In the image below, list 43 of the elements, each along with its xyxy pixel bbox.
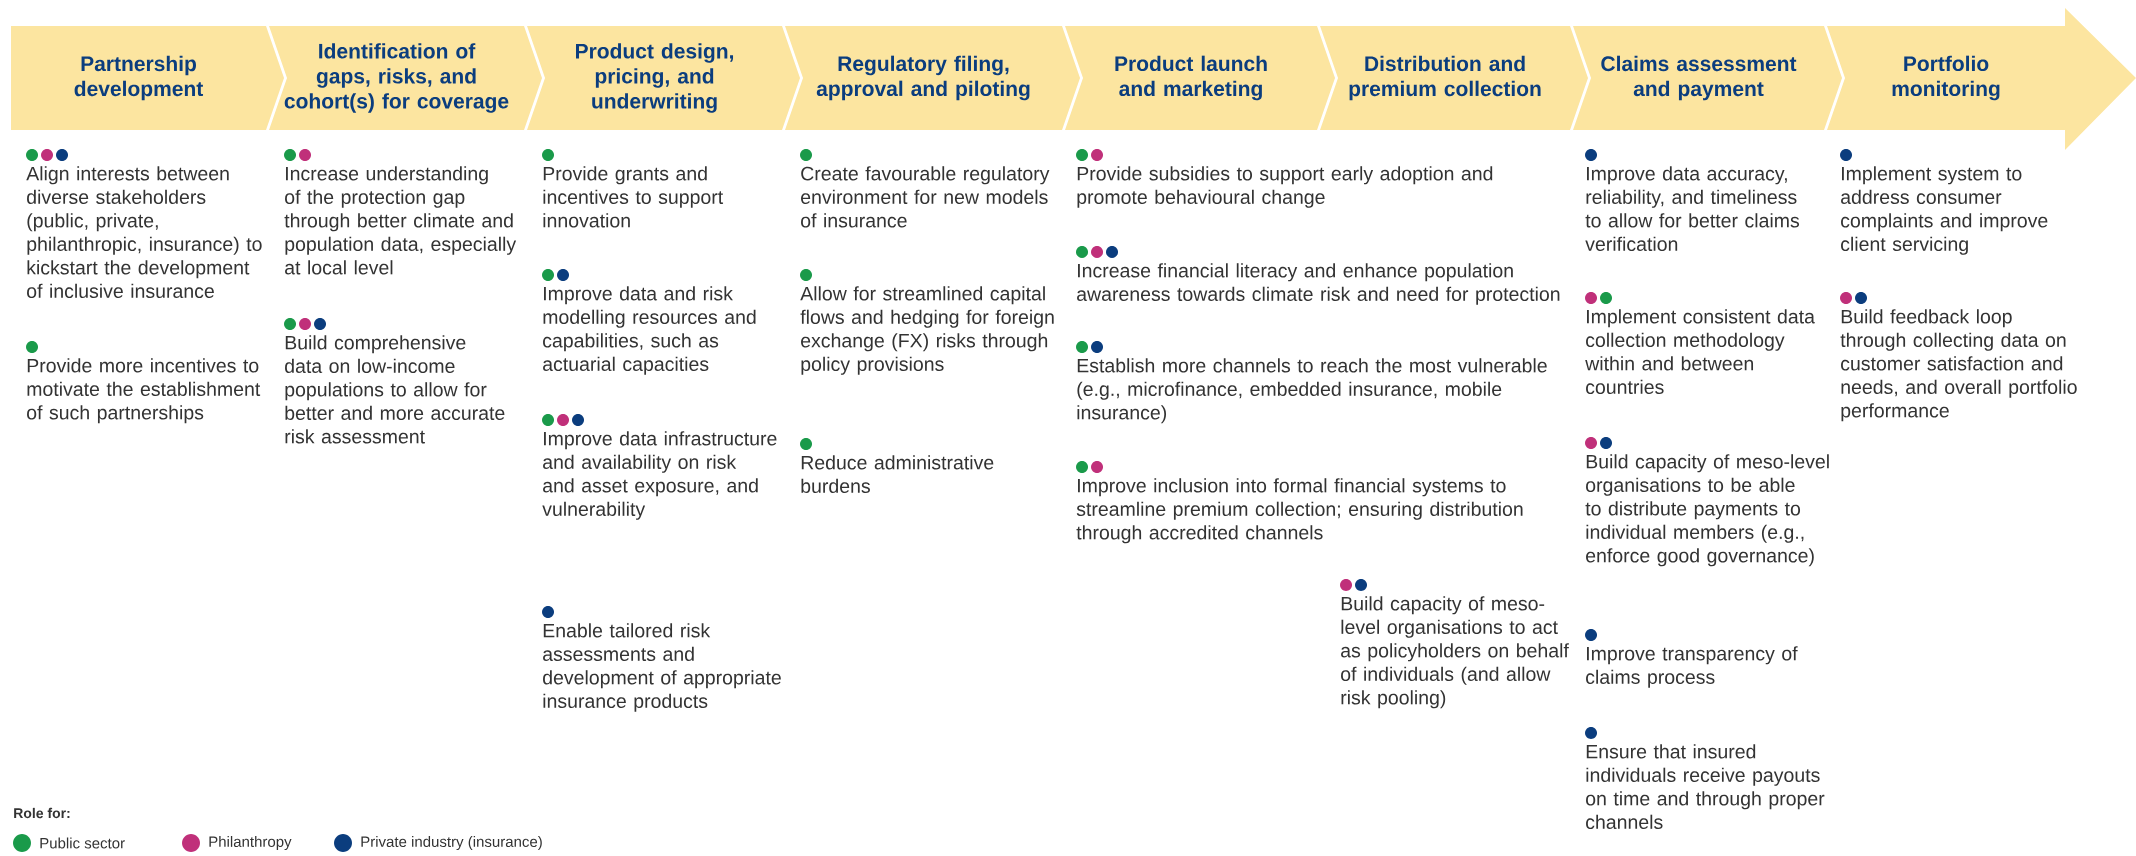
action-item: Build comprehensive data on low-income populations to allow for better and more accurate risk assessment [285,335,505,444]
action-item: Ensure that insured individuals receive payouts on time and through proper channels [1586,744,1825,829]
action-item: Implement system to address consumer complaints and improve client servicing [1841,166,2048,255]
action-item: Increase financial literacy and enhance population awareness towards climate risk and need for protection [1077,263,1560,305]
action-item: Allow for streamlined capital flows and hedging for foreign exchange (FX) risks through policy provisions [800,286,1054,375]
node-label: Partnership development [74,55,204,101]
action-item: Align interests between diverse stakeholders (public, private, philanthropic, insurance) to kickstart the development of inclusive insurance [26,166,262,298]
process-step: Product launch and marketing [1065,26,1335,130]
action-item: Create favourable regulatory environment for new models of insurance [801,166,1050,228]
process-step: Identification of gaps, risks, and cohort(s) for coverage [269,26,542,130]
action-item: Enable tailored risk assessments and development of appropriate insurance products [543,623,781,712]
action-item: Improve transparency of claims process [1586,646,1798,688]
process-step: Distribution and premium collection [1320,26,1588,130]
action-item: Build capacity of meso-level organisations to act as policyholders on behalf of individuals (and allow risk pooling) [1341,596,1569,709]
node-label: Product design, pricing, and underwriting [576,43,734,113]
legend-label: Private industry (insurance) [361,836,542,850]
action-item: Implement consistent data collection methodology within and between countries [1585,309,1815,394]
action-item: Establish more channels to reach the most vulnerable (e.g., microfinance, embedded insurance, mobile insurance) [1077,358,1547,424]
action-item: Build feedback loop through collecting data on customer satisfaction and needs, and overall portfolio performance [1840,309,2077,422]
process-step: Product design, pricing, and underwriting [527,26,800,130]
action-item: Reduce administrative burdens [801,455,994,493]
node-label: Claims assessment and payment [1601,55,1797,101]
action-item: Provide subsidies to support early adoption and promote behavioural change [1077,166,1493,208]
legend-heading: Role for: [14,807,70,819]
process-step: Claims assessment and payment [1573,26,1842,130]
process-step: Regulatory filing, approval and piloting [785,26,1080,130]
action-item: Provide more incentives to motivate the establishment of such partnerships [27,358,261,424]
node-label: Portfolio monitoring [1892,55,2000,101]
action-item: Improve data infrastructure and availability on risk and asset exposure, and vulnerability [542,431,777,520]
process-step: Portfolio monitoring [1827,8,2136,150]
action-item: Improve data and risk modelling resources and capabilities, such as actuarial capacities [543,286,756,375]
action-item: Build capacity of meso-level organisations to be able to distribute payments to individual members (e.g., enforce good governance) [1585,454,1829,567]
legend-label: Public sector [40,837,125,849]
node-label: Identification of gaps, risks, and cohort(s) for coverage [284,43,509,113]
action-item: Provide grants and incentives to support innovation [543,166,724,228]
action-item: Improve data accuracy, reliability, and timeliness to allow for better claims verification [1585,166,1800,251]
action-item: Improve inclusion into formal financial systems to streamline premium collection; ensuring distribution through accredited channels [1076,478,1523,544]
node-label: Distribution and premium collection [1349,55,1541,101]
process-step: Partnership development [11,26,284,130]
action-item: Increase understanding of the protection gap through better climate and population data, especially at local level [284,166,517,275]
node-label: Regulatory filing, approval and piloting [816,55,1030,101]
legend-label: Philanthropy [209,836,292,850]
node-label: Product launch and marketing [1115,55,1267,101]
